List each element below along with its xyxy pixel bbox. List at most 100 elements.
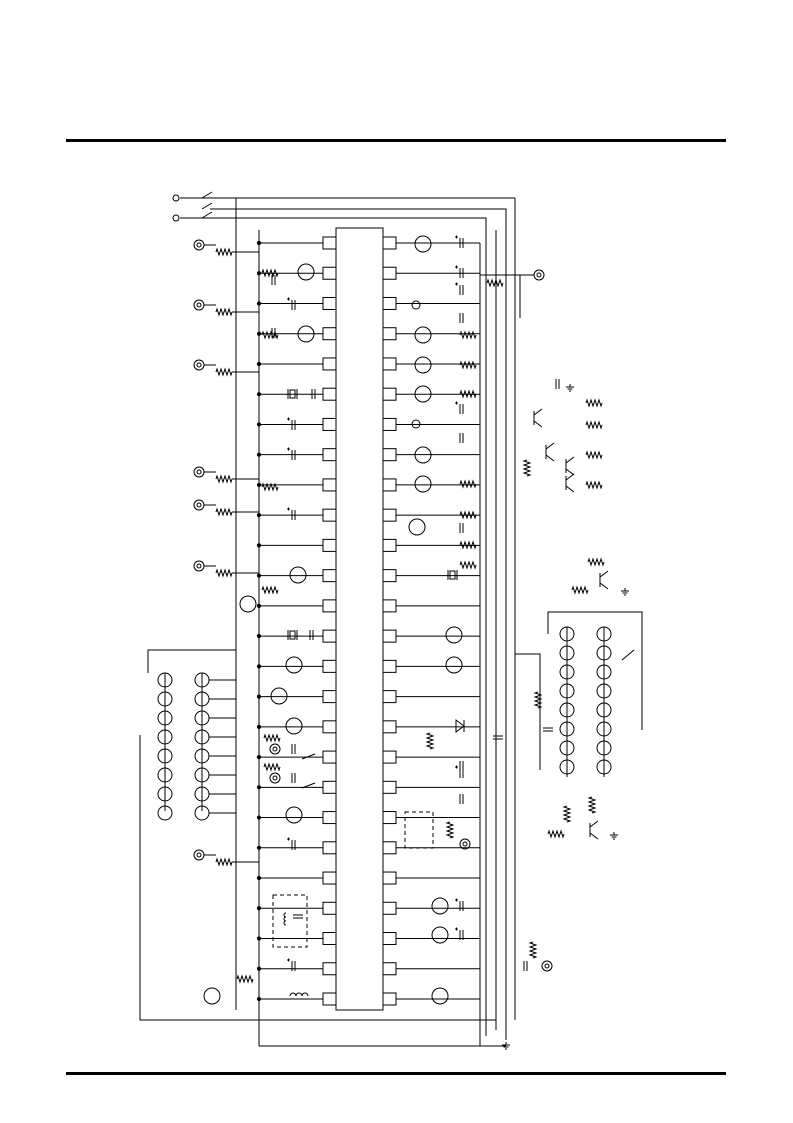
resistor [562, 805, 572, 823]
rca-jack-outer [193, 466, 205, 478]
ic-pin-right [382, 448, 397, 462]
ic-pin-left [322, 569, 337, 583]
ic-pin-left [322, 327, 337, 341]
t2-emitter [545, 454, 555, 462]
connector-pin-left-col [157, 767, 173, 783]
resistor [522, 459, 532, 477]
coil [283, 912, 287, 926]
ic-right-pins [382, 236, 397, 1006]
connector-pin-left-col [157, 710, 173, 726]
transformer-box [404, 811, 434, 849]
rca-jack-inner [272, 746, 278, 752]
rca-jack-inner [196, 362, 202, 368]
ic-pin-right [382, 901, 397, 915]
ic-pin-right [382, 266, 397, 280]
connector-pin-left-col [157, 805, 173, 821]
resistor [585, 420, 603, 430]
t5-collector [599, 570, 609, 578]
connector-pin-left-col [157, 729, 173, 745]
rca-jack-outer [193, 849, 205, 861]
test-point [411, 300, 421, 310]
resistor [459, 479, 477, 489]
connector-wire [515, 653, 541, 770]
connector-pin-right-col [194, 786, 210, 802]
ic-pin-left [322, 417, 337, 431]
ic-pin-right [382, 387, 397, 401]
connector-pin-right-col [596, 759, 612, 775]
connector-pin-right-col [596, 702, 612, 718]
ic-pin-left [322, 296, 337, 310]
connector-wire [547, 611, 643, 730]
ic-pin-left [322, 387, 337, 401]
resistor [547, 829, 565, 839]
ic-pin-left [322, 448, 337, 462]
ic-pin-left [322, 236, 337, 250]
rca-jack-outer [193, 239, 205, 251]
ic-pin-right [382, 780, 397, 794]
op-amp-circle [414, 385, 432, 403]
crystal-body [289, 630, 296, 640]
resistor [215, 507, 233, 517]
connector-pin-left-col [559, 740, 575, 756]
rca-jack-outer [541, 960, 553, 972]
rca-jack-inner [196, 302, 202, 308]
ic-pin-left [322, 750, 337, 764]
rca-jack-outer [193, 560, 205, 572]
resistor [425, 732, 435, 750]
connector-pin-right-col [596, 740, 612, 756]
resistor [459, 560, 477, 570]
connector-pin-right-col [596, 626, 612, 642]
op-amp-circle [414, 235, 432, 253]
resistor [585, 398, 603, 408]
connector-pin-right-col [194, 748, 210, 764]
switch-contact [201, 191, 213, 199]
resistor [261, 330, 279, 340]
t2-collector [545, 442, 555, 450]
ic-package [335, 227, 384, 1011]
connector-pin-left-col [559, 683, 575, 699]
resistor [459, 330, 477, 340]
t5-emitter [599, 582, 609, 590]
t1-collector [533, 408, 543, 416]
op-amp-circle [285, 717, 303, 735]
op-amp-circle [431, 987, 449, 1005]
resistor [486, 278, 504, 288]
left-connector-block [157, 672, 210, 821]
ic-pin-right [382, 508, 397, 522]
rca-jack-inner [196, 469, 202, 475]
input-terminal [172, 194, 180, 202]
switch-contact [201, 202, 213, 210]
ic-pin-right [382, 327, 397, 341]
rca-jack-outer [193, 499, 205, 511]
op-amp-circle [414, 446, 432, 464]
rca-jack-outer [193, 359, 205, 371]
test-point [411, 419, 421, 429]
rca-jack-outer [533, 269, 545, 281]
resistor [261, 482, 279, 492]
op-amp-circle [203, 987, 221, 1005]
ic-pin-right [382, 811, 397, 825]
ic-pin-left [322, 690, 337, 704]
ic-pin-left [322, 266, 337, 280]
connector-pin-right-col [596, 721, 612, 737]
diode [455, 719, 465, 733]
t4-emitter [565, 485, 575, 493]
rca-jack-inner [272, 775, 278, 781]
ic-pin-right [382, 599, 397, 613]
switch-line-3 [180, 217, 487, 1036]
t3-collector [565, 456, 575, 464]
op-amp-circle [431, 926, 449, 944]
ic-pin-left [322, 932, 337, 946]
t1-emitter [533, 420, 543, 428]
ic-pin-right [382, 357, 397, 371]
ic-pin-left [322, 811, 337, 825]
ic-pin-left [322, 962, 337, 976]
ic-pin-left [322, 720, 337, 734]
resistor [459, 540, 477, 550]
op-amp-circle [414, 356, 432, 374]
connector-pin-left-col [157, 748, 173, 764]
wires [139, 197, 643, 1047]
ic-pin-left [322, 871, 337, 885]
op-amp-circle [270, 687, 288, 705]
op-amp-circle [297, 325, 315, 343]
